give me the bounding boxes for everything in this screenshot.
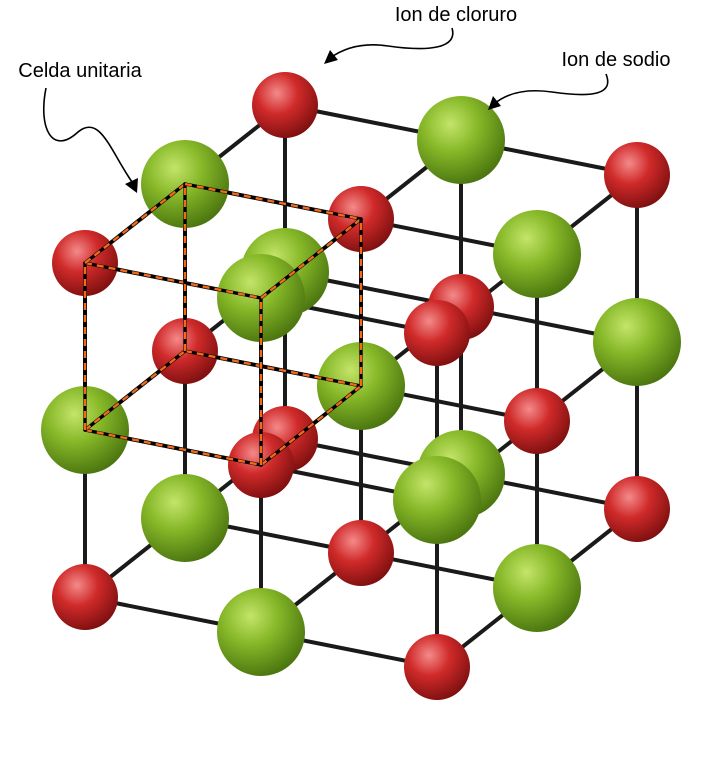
chloride-ion [493, 210, 581, 298]
sodium-ion [504, 388, 570, 454]
chloride-ion [217, 588, 305, 676]
chloride-label-arrow [329, 27, 454, 59]
unit-cell-edge [84, 183, 186, 264]
sodium-ion [52, 564, 118, 630]
sodium-ion [604, 142, 670, 208]
sodium-ion [252, 72, 318, 138]
chloride-ion [593, 298, 681, 386]
unit-cell-edge [260, 385, 362, 466]
unit-cell-edge [184, 182, 362, 221]
chloride-arrowhead [324, 50, 338, 64]
unit-cell-outline [83, 182, 363, 467]
annotations: Ion de cloruro Ion de sodio Celda unitar… [18, 4, 670, 193]
sodium-ion [404, 300, 470, 366]
unit-cell-edge [260, 218, 362, 299]
unit-cell-label-arrow [42, 87, 133, 183]
sodium-ion [604, 476, 670, 542]
sodium-ion-label: Ion de sodio [562, 49, 671, 71]
unit-cell-edge [184, 349, 362, 388]
unit-cell-arrowhead [125, 178, 138, 193]
unit-cell-edge [84, 261, 262, 300]
chloride-ion-label: Ion de cloruro [395, 4, 517, 26]
unit-cell-edge [84, 350, 186, 431]
sodium-arrowhead [488, 96, 501, 110]
unit-cell-edge [84, 428, 262, 467]
chloride-ion [493, 544, 581, 632]
unit-cell-label: Celda unitaria [18, 60, 142, 82]
sodium-ion [404, 634, 470, 700]
sodium-label-arrow [493, 73, 609, 105]
sodium-ion [328, 520, 394, 586]
chloride-ion [417, 96, 505, 184]
chloride-ion [141, 474, 229, 562]
chloride-ion [393, 456, 481, 544]
